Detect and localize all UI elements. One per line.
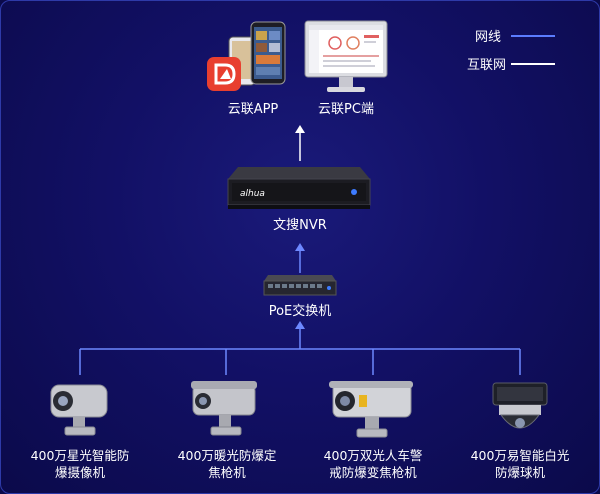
switch-nvr-arrow bbox=[295, 243, 305, 251]
internet-arrow bbox=[295, 125, 305, 133]
device-1-line2: 爆摄像机 bbox=[54, 465, 105, 480]
device-3-line1: 400万双光人车警 bbox=[323, 448, 423, 463]
app-label: 云联APP bbox=[227, 102, 279, 117]
device-label-3: 400万双光人车警 戒防爆变焦枪机 bbox=[301, 447, 445, 481]
nvr-image: alhua bbox=[227, 167, 371, 209]
poe-switch-image bbox=[263, 275, 337, 296]
camera-3-image bbox=[329, 381, 413, 438]
device-label-4: 400万易智能白光 防爆球机 bbox=[447, 447, 593, 481]
bus-switch-arrow bbox=[295, 321, 305, 329]
legend-internet-label: 互联网 bbox=[467, 58, 507, 73]
legend-network-cable-label: 网线 bbox=[475, 30, 502, 45]
device-2-line2: 焦枪机 bbox=[208, 465, 246, 480]
nvr-label: 文搜NVR bbox=[273, 218, 327, 233]
poe-switch-label: PoE交换机 bbox=[268, 304, 332, 319]
legend-network-cable-line bbox=[511, 35, 555, 37]
pc-label: 云联PC端 bbox=[318, 102, 374, 117]
device-3-line2: 戒防爆变焦枪机 bbox=[329, 465, 417, 480]
device-1-line1: 400万星光智能防 bbox=[30, 448, 130, 463]
camera-1-image bbox=[50, 384, 108, 436]
pc-monitor-image bbox=[304, 20, 388, 92]
device-label-2: 400万暖光防爆定 焦枪机 bbox=[155, 447, 299, 481]
device-2-line1: 400万暖光防爆定 bbox=[177, 448, 277, 463]
nvr-top bbox=[228, 167, 370, 179]
camera-2-image bbox=[191, 381, 257, 436]
legend-internet-line bbox=[511, 63, 555, 65]
device-label-1: 400万星光智能防 爆摄像机 bbox=[9, 447, 151, 481]
camera-4-image bbox=[492, 382, 548, 429]
device-4-line2: 防爆球机 bbox=[494, 465, 545, 480]
device-4-line1: 400万易智能白光 bbox=[470, 448, 570, 463]
nvr-brand-text: alhua bbox=[240, 189, 265, 199]
mobile-phones-image bbox=[207, 21, 286, 91]
